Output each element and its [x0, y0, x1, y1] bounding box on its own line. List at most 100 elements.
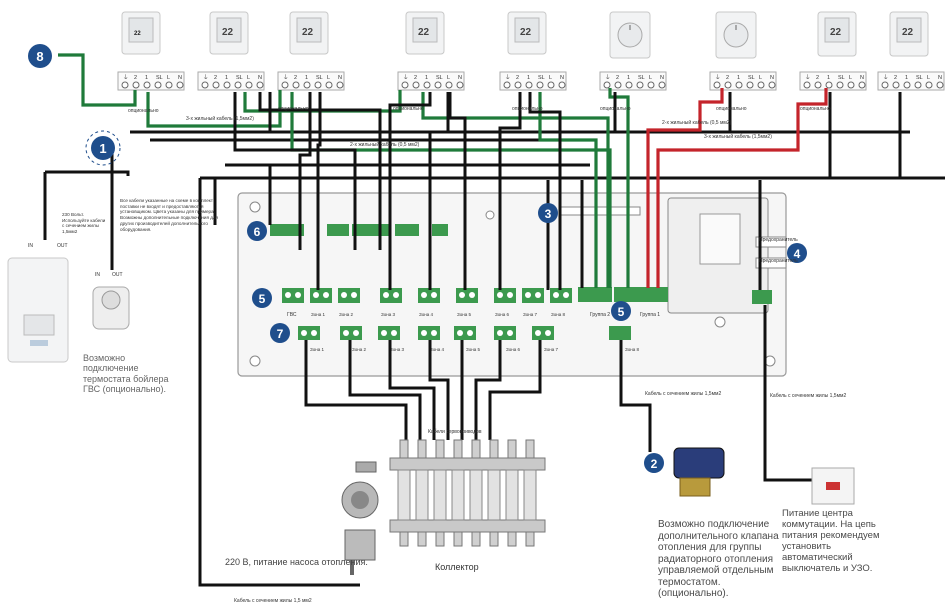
terminal-label: 1 [225, 75, 228, 81]
terminal-label: 2 [414, 75, 417, 81]
terminal-label: ⏚ [203, 74, 209, 81]
svg-text:1: 1 [99, 141, 106, 156]
svg-text:7: 7 [277, 327, 284, 341]
badge-5b: 5 [611, 301, 631, 321]
dhw-thermostat [92, 286, 130, 330]
group-terminals [578, 287, 772, 340]
zone-input-block: Зона 3 [380, 288, 402, 317]
terminal-label: SL [638, 75, 645, 81]
badge-5a: 5 [252, 288, 272, 308]
label-out-2: OUT [112, 272, 123, 278]
terminal-label: N [770, 75, 774, 81]
zone-label: Зона 4 [419, 312, 433, 317]
zone-label: Зона 6 [495, 312, 509, 317]
actuator-output-block: Зона 4 [418, 326, 444, 352]
output-zone-label: Зона 6 [506, 347, 520, 352]
zone-input-block: Зона 8 [550, 288, 572, 317]
terminal-label: 2 [616, 75, 619, 81]
power-note: Питание центра коммутации. На цепь питан… [782, 508, 880, 574]
output-zone-label: Зона 1 [310, 347, 324, 352]
badge-1: 1 [85, 130, 121, 166]
terminal-label: SL [538, 75, 545, 81]
zone-label: Зона 1 [311, 312, 325, 317]
badge-6: 6 [247, 221, 267, 241]
terminal-label: ⏚ [605, 74, 611, 81]
label-optional-3: опционально [393, 106, 424, 112]
svg-text:5: 5 [259, 292, 266, 306]
terminal-label: 1 [905, 75, 908, 81]
terminal-label: 2 [816, 75, 819, 81]
badge-4: 4 [787, 243, 807, 263]
terminal-label: L [167, 75, 170, 81]
terminal-label: 2 [214, 75, 217, 81]
thermostat-6-dial [609, 11, 651, 59]
actuator-output-block: Зона 6 [494, 326, 520, 352]
svg-text:6: 6 [254, 225, 261, 239]
zone-input-block: Зона 1 [310, 288, 332, 317]
zone-input-block: Зона 6 [494, 288, 516, 317]
label-fuse-1: Предохранитель [759, 237, 798, 243]
thermostat-9: 22 [889, 11, 929, 57]
thermostat-2: 22 [209, 11, 249, 55]
terminal-label: 1 [305, 75, 308, 81]
terminal-label: SL [236, 75, 243, 81]
svg-text:22: 22 [418, 27, 430, 38]
terminal-label: L [759, 75, 762, 81]
thermostat-1: 22 [121, 11, 161, 55]
number-badges: 8 1 3 4 6 5 5 7 2 [28, 44, 807, 473]
terminal-label: 2 [294, 75, 297, 81]
manifold-port [451, 439, 465, 547]
terminal-label: L [447, 75, 450, 81]
zone-label: Зона 3 [381, 312, 395, 317]
svg-text:8: 8 [36, 49, 43, 64]
terminal-label: 1 [527, 75, 530, 81]
terminal-label: L [247, 75, 250, 81]
terminal-label: N [560, 75, 564, 81]
output-zone-label: Зона 4 [430, 347, 444, 352]
terminal-label: ⏚ [715, 74, 721, 81]
boiler-cable-note: 230 Вольт. Используйте кабели с сечением… [62, 212, 106, 235]
terminal-label: ⏚ [283, 74, 289, 81]
manifold-port [415, 439, 429, 547]
zone-valve [673, 447, 725, 497]
boiler [7, 257, 69, 363]
terminal-label: 2 [894, 75, 897, 81]
actuator-output-block: Зона 5 [454, 326, 480, 352]
thermostat-4: 22 [405, 11, 445, 55]
terminal-label: 1 [737, 75, 740, 81]
terminal-label: SL [838, 75, 845, 81]
terminal-label: ⏚ [403, 74, 409, 81]
zone-input-block: Зона 2 [338, 288, 360, 317]
terminal-label: N [938, 75, 942, 81]
svg-text:5: 5 [618, 305, 625, 319]
label-optional-7: опционально [800, 106, 831, 112]
svg-text:2: 2 [651, 457, 658, 471]
thermostat-5: 22 [507, 11, 547, 55]
terminal-label: L [549, 75, 552, 81]
svg-text:22: 22 [134, 31, 141, 37]
terminal-label: L [849, 75, 852, 81]
label-actuator-cables: Кабели сервоприводов [428, 429, 482, 435]
svg-text:3: 3 [545, 207, 552, 221]
thermostat-3: 22 [289, 11, 329, 55]
terminal-label: SL [316, 75, 323, 81]
badge-8: 8 [28, 44, 52, 68]
zone-label: Зона 5 [457, 312, 471, 317]
terminal-label: N [338, 75, 342, 81]
label-pump-cable: Кабель с сечением жилы 1,5 мм2 [234, 598, 312, 604]
terminal-label: N [458, 75, 462, 81]
terminal-label: SL [156, 75, 163, 81]
label-in-2: IN [95, 272, 100, 278]
badge-3: 3 [538, 203, 558, 223]
label-optional-6: опционально [716, 106, 747, 112]
zone-input-block [282, 288, 304, 303]
zone-terminal-blocks: Зона 1 Зона 2 Зона 3 Зона 4 Зона 5 Зона 6 Зона… [282, 288, 572, 317]
terminal-label: N [660, 75, 664, 81]
manifold-port [469, 439, 483, 547]
actuator-output-block: Зона 1 [298, 326, 324, 352]
